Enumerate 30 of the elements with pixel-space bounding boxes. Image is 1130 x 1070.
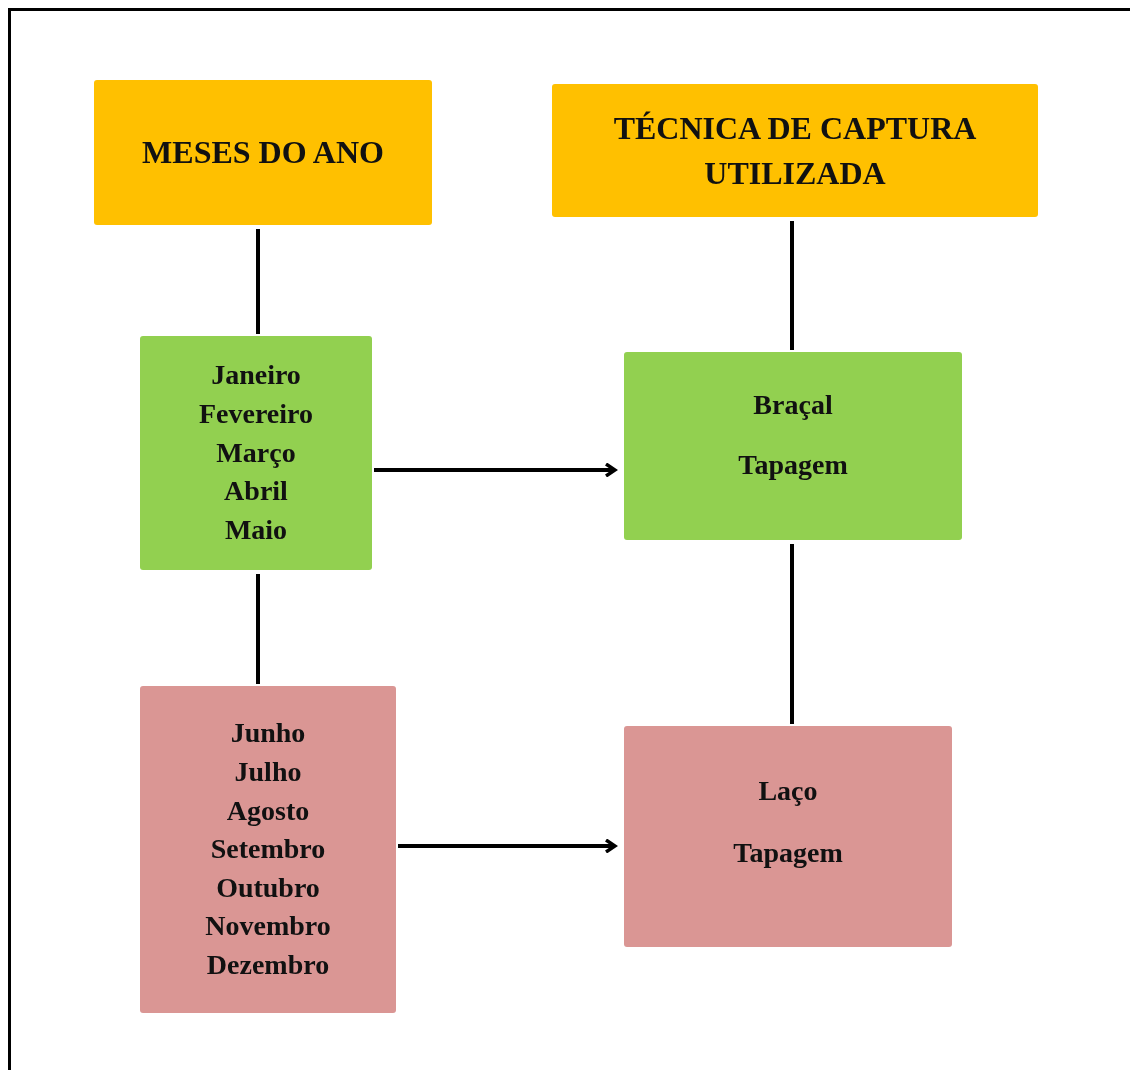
box-label: Abril <box>224 474 288 509</box>
box <box>140 336 372 570</box>
box-label: Tapagem <box>733 835 843 870</box>
box-label: Março <box>216 435 296 470</box>
connector-line <box>790 221 794 350</box>
box-label: Dezembro <box>206 948 330 983</box>
box-label: Braçal <box>753 388 833 422</box>
connector-line <box>256 574 260 684</box>
connector-line <box>256 229 260 334</box>
box <box>624 352 962 540</box>
box <box>140 686 396 1013</box>
box-label: Junho <box>230 716 306 751</box>
box-label: Maio <box>224 512 288 547</box>
box-label: Fevereiro <box>199 397 313 432</box>
box <box>624 726 952 947</box>
box-label: Setembro <box>210 832 326 867</box>
box-label: Julho <box>234 754 302 789</box>
arrow <box>398 838 617 854</box>
connector-line <box>790 544 794 724</box>
box-label: Novembro <box>205 909 331 944</box>
box-label: MESES DO ANO <box>142 133 384 173</box>
box-label: Laço <box>758 774 818 808</box>
arrow <box>374 462 617 478</box>
box <box>94 80 432 225</box>
box-label: TÉCNICA DE CAPTURA UTILIZADA <box>612 108 978 193</box>
box-label: Tapagem <box>738 447 848 482</box>
box <box>552 84 1038 217</box>
box-label: Janeiro <box>211 358 301 393</box>
box-label: Outubro <box>216 870 320 905</box>
box-label: Agosto <box>226 793 310 828</box>
